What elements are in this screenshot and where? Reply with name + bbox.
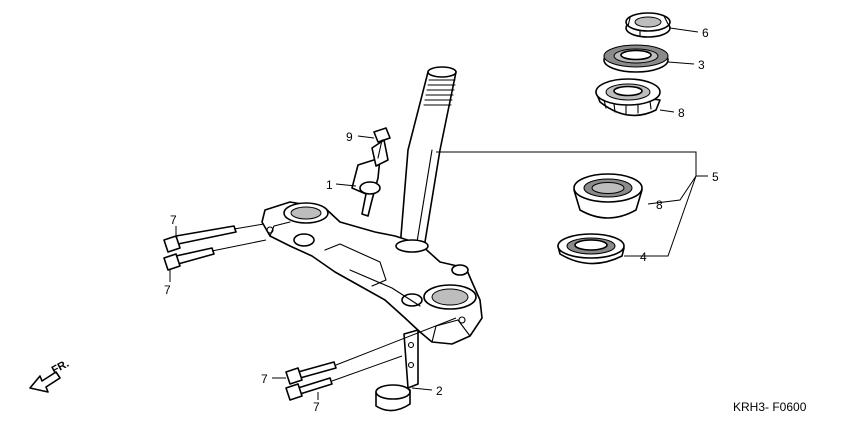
brake-hose-clamp xyxy=(375,329,419,412)
steering-stem-bridge xyxy=(261,201,483,345)
steering-stem-shaft xyxy=(399,66,457,249)
callout-2: 2 xyxy=(436,384,443,398)
callout-4: 4 xyxy=(640,250,647,264)
fork-pinch-bolt-lower xyxy=(285,377,333,401)
bearing-upper xyxy=(595,78,661,117)
stem-pinch-bolt-lower xyxy=(163,247,215,271)
callout-3: 3 xyxy=(698,58,705,72)
leader-lines xyxy=(169,27,708,400)
callout-8-lower: 8 xyxy=(656,198,663,212)
bolt-part-9 xyxy=(373,127,391,159)
dust-seal-lower xyxy=(557,233,625,265)
callout-7-bottom: 7 xyxy=(313,400,320,414)
callout-9: 9 xyxy=(346,130,353,144)
callout-6: 6 xyxy=(702,26,709,40)
callout-1: 1 xyxy=(326,178,333,192)
diagram-code: KRH3- F0600 xyxy=(733,400,807,414)
front-direction-arrow: FR. xyxy=(29,358,71,393)
cable-guide-bracket xyxy=(351,139,389,217)
front-label: FR. xyxy=(50,358,71,377)
steering-stem-lock-nut xyxy=(625,12,671,38)
dust-seal-upper xyxy=(603,44,669,73)
fork-pinch-bolt-upper xyxy=(285,361,337,385)
callout-7-upper-left: 7 xyxy=(170,213,177,227)
bearing-lower xyxy=(573,173,643,219)
stem-pinch-bolt-upper xyxy=(163,225,237,253)
callout-7-lower-left: 7 xyxy=(164,283,171,297)
callout-5: 5 xyxy=(712,170,719,184)
callout-7-bottom-left: 7 xyxy=(261,372,268,386)
callout-labels: 6 3 8 5 8 4 9 1 7 7 7 7 2 xyxy=(164,26,719,414)
callout-8-upper: 8 xyxy=(678,106,685,120)
